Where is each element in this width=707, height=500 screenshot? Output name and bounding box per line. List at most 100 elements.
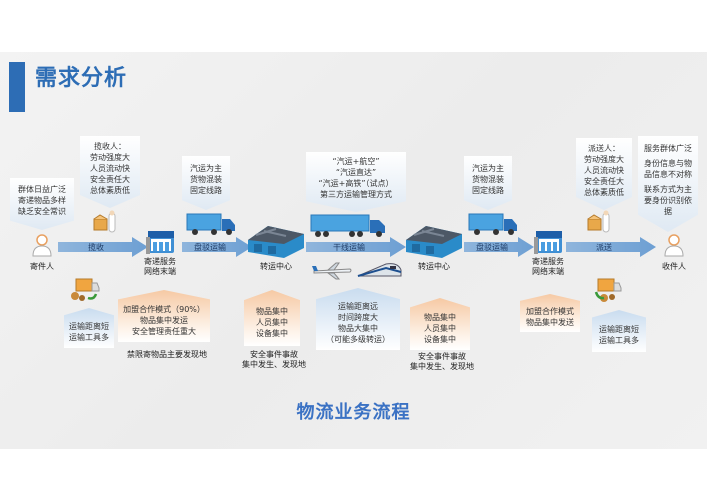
callout-line: 物品集中 bbox=[256, 306, 288, 316]
callout-line: 总体素质低 bbox=[90, 185, 130, 195]
callout-line: 物品集中发送 bbox=[526, 318, 574, 327]
callout-collector: 揽收人： 劳动强度大 人员流动快 安全责任大 总体素质低 bbox=[80, 136, 140, 208]
callout-line: 设备集中 bbox=[424, 334, 456, 344]
callout-line: 汽运为主 bbox=[472, 163, 504, 173]
page-title: 需求分析 bbox=[35, 66, 128, 91]
truck-icon bbox=[310, 214, 386, 238]
high-speed-train-icon bbox=[356, 260, 402, 280]
node-service-end-left: 寄递服务 网络末端 bbox=[132, 257, 188, 277]
truck-icon bbox=[468, 212, 518, 236]
arrow-short-haul-left: 盘驳运输 bbox=[182, 237, 252, 257]
callout-line: 安全责任大 bbox=[584, 176, 624, 186]
callout-line: 汽运为主 bbox=[190, 163, 222, 173]
node-hub-right: 转运中心 bbox=[418, 262, 450, 271]
airplane-icon bbox=[312, 262, 352, 280]
callout-short-haul-left: 汽运为主 货物混装 固定线路 bbox=[182, 156, 230, 210]
callout-line: 群体日益广泛 bbox=[18, 184, 66, 194]
node-line: 网络末端 bbox=[144, 267, 176, 276]
delivery-van-icon bbox=[592, 276, 622, 302]
node-hub-left: 转运中心 bbox=[260, 262, 292, 271]
node-line: 寄递服务 bbox=[532, 257, 564, 266]
callout-line: 人员集中 bbox=[256, 317, 288, 327]
node-line: 寄递服务 bbox=[144, 257, 176, 266]
storefront-icon bbox=[534, 227, 564, 255]
person-icon bbox=[32, 233, 52, 257]
callout-line: 运输距离短 bbox=[599, 325, 639, 334]
callout-receiver: 服务群体广泛 身份信息与物 品信息不对称 联系方式为主 要身份识别依 据 bbox=[638, 136, 698, 232]
callout-pickup-transport: 运输距离短 运输工具多 bbox=[64, 308, 114, 348]
person-icon bbox=[664, 233, 684, 257]
warehouse-icon bbox=[246, 222, 306, 260]
callout-line: 运输工具多 bbox=[599, 336, 639, 345]
callout-line: 总体素质低 bbox=[584, 187, 624, 197]
note-service-end-left: 禁限寄物品主要发现地 bbox=[127, 350, 207, 359]
callout-line: 寄递物品多样 bbox=[18, 195, 66, 205]
arrow-label: 干线运输 bbox=[333, 242, 365, 252]
callout-line: 安全管理责任重大 bbox=[132, 326, 196, 336]
callout-line: 揽收人： bbox=[94, 141, 126, 151]
callout-line: 货物混装 bbox=[472, 174, 504, 184]
callout-line: 时间跨度大 bbox=[338, 313, 378, 322]
note-line: 集中发生、发现地 bbox=[242, 360, 306, 369]
node-line: 网络末端 bbox=[532, 267, 564, 276]
callout-trunk: “汽运+航空” “汽运直达” “汽运+高铁”（试点） 第三方运输管理方式 bbox=[306, 152, 406, 212]
callout-courier: 派送人： 劳动强度大 人员流动快 安全责任大 总体素质低 bbox=[576, 138, 632, 210]
callout-line: 物品集中发运 bbox=[140, 315, 188, 325]
note-line: 安全事件事故 bbox=[250, 350, 298, 359]
callout-line: 缺乏安全常识 bbox=[18, 206, 66, 216]
callout-line: 安全责任大 bbox=[90, 174, 130, 184]
arrow-label: 派送 bbox=[596, 242, 612, 252]
callout-line: “汽运直达” bbox=[335, 168, 377, 177]
callout-line: 运输距离远 bbox=[338, 302, 378, 311]
callout-trunk-bottom: 运输距离远 时间跨度大 物品大集中 （可能多级转运） bbox=[316, 288, 400, 350]
callout-line: 加盟合作模式（90%） bbox=[123, 304, 205, 314]
courier-with-package-icon bbox=[92, 210, 118, 234]
node-service-end-right: 寄递服务 网络末端 bbox=[520, 257, 576, 277]
callout-hub-left: 物品集中 人员集中 设备集中 bbox=[244, 290, 300, 346]
arrow-pickup: 揽收 bbox=[58, 237, 148, 257]
callout-line: 身份信息与物 bbox=[644, 159, 692, 168]
courier-with-package-icon bbox=[586, 210, 612, 234]
callout-line: 运输工具多 bbox=[69, 333, 109, 342]
arrow-label: 盘驳运输 bbox=[194, 242, 226, 252]
slide: 需求分析 群体日益广泛 寄递物品多样 缺乏安全常识 揽收人： 劳动强度大 人员流… bbox=[0, 52, 707, 449]
callout-sender: 群体日益广泛 寄递物品多样 缺乏安全常识 bbox=[10, 178, 74, 230]
callout-line: 品信息不对称 bbox=[644, 170, 692, 179]
note-hub-right: 安全事件事故 集中发生、发现地 bbox=[404, 352, 480, 372]
storefront-icon bbox=[146, 227, 176, 255]
callout-service-end-right: 加盟合作模式 物品集中发送 bbox=[520, 294, 580, 332]
arrow-short-haul-right: 盘驳运输 bbox=[464, 237, 534, 257]
node-receiver: 收件人 bbox=[662, 262, 686, 271]
callout-line: “汽运+航空” bbox=[332, 157, 380, 166]
callout-line: 人员集中 bbox=[424, 323, 456, 333]
callout-line: 物品大集中 bbox=[338, 324, 378, 333]
arrow-label: 盘驳运输 bbox=[476, 242, 508, 252]
note-line: 集中发生、发现地 bbox=[410, 362, 474, 371]
title-accent-bar bbox=[9, 62, 25, 112]
callout-line: 据 bbox=[664, 207, 672, 216]
callout-line: 第三方运输管理方式 bbox=[320, 190, 392, 199]
callout-line: 人员流动快 bbox=[90, 163, 130, 173]
callout-line: 劳动强度大 bbox=[584, 154, 624, 164]
callout-short-haul-right: 汽运为主 货物混装 固定线路 bbox=[464, 156, 512, 210]
arrow-delivery: 派送 bbox=[566, 237, 656, 257]
callout-line: 固定线路 bbox=[190, 185, 222, 195]
callout-line: “汽运+高铁”（试点） bbox=[318, 179, 394, 188]
delivery-van-icon bbox=[70, 276, 100, 302]
callout-line: 货物混装 bbox=[190, 174, 222, 184]
arrow-trunk: 干线运输 bbox=[306, 237, 406, 257]
callout-line: 物品集中 bbox=[424, 312, 456, 322]
callout-service-end-left: 加盟合作模式（90%） 物品集中发运 安全管理责任重大 bbox=[118, 290, 210, 342]
callout-line: 人员流动快 bbox=[584, 165, 624, 175]
callout-line: 派送人： bbox=[588, 143, 620, 153]
callout-line: 固定线路 bbox=[472, 185, 504, 195]
callout-line: 劳动强度大 bbox=[90, 152, 130, 162]
callout-delivery-transport: 运输距离短 运输工具多 bbox=[592, 310, 646, 352]
node-sender: 寄件人 bbox=[30, 262, 54, 271]
callout-line: 服务群体广泛 bbox=[644, 144, 692, 153]
diagram-title: 物流业务流程 bbox=[296, 402, 411, 423]
callout-line: 联系方式为主 bbox=[644, 185, 692, 194]
callout-line: （可能多级转运） bbox=[326, 335, 390, 344]
callout-line: 运输距离短 bbox=[69, 322, 109, 331]
truck-icon bbox=[186, 212, 236, 236]
